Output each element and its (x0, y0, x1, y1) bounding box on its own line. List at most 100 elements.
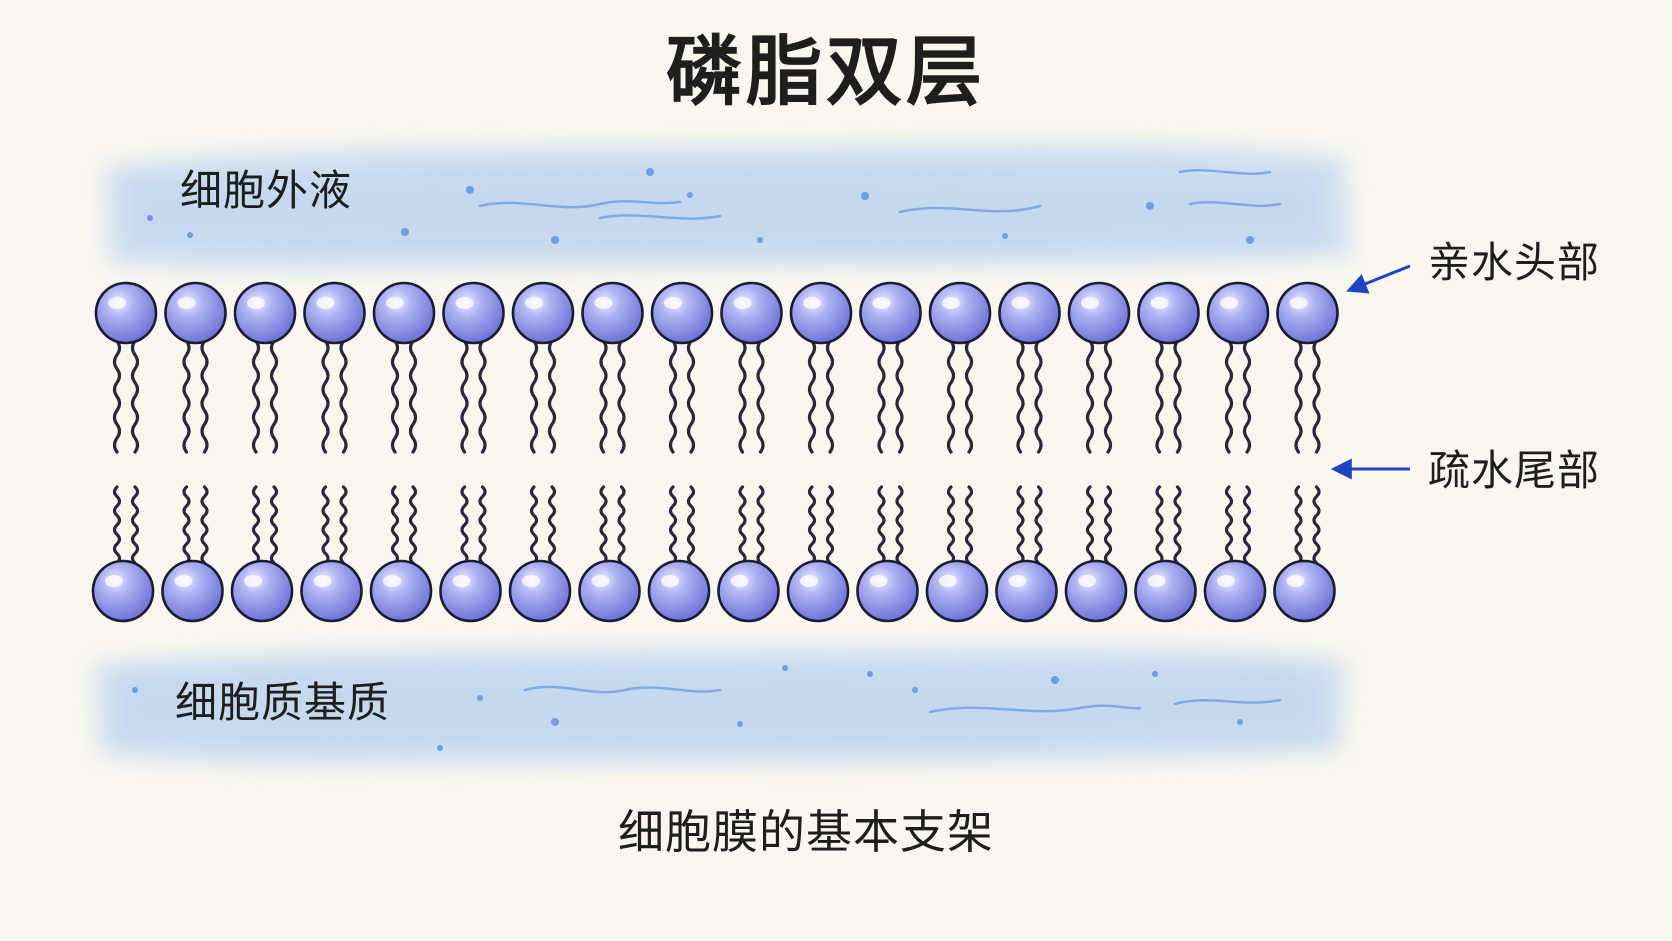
head-bottom-10 (717, 559, 780, 623)
tail-top-16-b (1173, 339, 1182, 454)
head-bottom-1 (91, 559, 155, 623)
tail-top-15-b (1103, 339, 1113, 454)
extracellular-fluid-label: 细胞外液 (180, 166, 353, 215)
tail-bottom-13-b (964, 485, 974, 565)
tail-bottom-11-b (825, 485, 835, 565)
extracellular-fluid-band (105, 143, 1350, 269)
head-bottom-4 (300, 559, 363, 623)
head-top-10 (720, 281, 783, 345)
tail-top-3-a (251, 339, 261, 454)
tail-bottom-17-b (1242, 485, 1252, 565)
tail-top-17-b (1242, 339, 1252, 454)
head-top-13 (928, 281, 992, 345)
tail-bottom-7-a (529, 485, 539, 565)
head-bottom-12 (856, 559, 919, 623)
tail-bottom-12-a (877, 485, 886, 565)
tail-top-12-a (877, 339, 886, 454)
head-bottom-5 (369, 559, 433, 623)
tail-bottom-17-a (1224, 485, 1234, 565)
head-bottom-6 (439, 559, 502, 623)
tail-bottom-15-a (1085, 485, 1095, 565)
head-bottom-7 (508, 559, 572, 623)
hydrophobic-tails (112, 339, 1321, 565)
head-top-15 (1067, 281, 1131, 345)
tail-top-8-a (599, 339, 608, 454)
tail-bottom-4-a (321, 485, 330, 565)
tail-bottom-5-b (408, 485, 418, 565)
diagram-title: 磷脂双层 (666, 27, 986, 116)
head-pointer-arrow (1346, 264, 1411, 294)
tail-bottom-9-b (686, 485, 696, 565)
tail-bottom-14-a (1016, 485, 1025, 565)
tail-bottom-16-b (1173, 485, 1182, 565)
tail-bottom-1-b (130, 485, 140, 565)
head-top-7 (511, 281, 575, 345)
head-top-18 (1276, 281, 1339, 345)
tail-top-13-b (964, 339, 974, 454)
tail-top-13-a (946, 339, 956, 454)
tail-bottom-12-b (895, 485, 904, 565)
tail-top-6-a (460, 339, 469, 454)
tail-bottom-8-b (617, 485, 626, 565)
fluid-particles (132, 168, 1254, 751)
head-bottom-14 (995, 559, 1058, 623)
tail-bottom-11-a (807, 485, 817, 565)
tail-top-8-b (617, 339, 626, 454)
tail-top-10-a (738, 339, 747, 454)
head-top-11 (789, 281, 853, 345)
tail-bottom-10-a (738, 485, 747, 565)
head-top-2 (164, 281, 227, 345)
tail-bottom-14-b (1034, 485, 1043, 565)
tail-top-2-a (182, 339, 191, 454)
tail-top-14-a (1016, 339, 1025, 454)
hydrophobic-tail-label: 疏水尾部 (1428, 446, 1601, 495)
head-bottom-13 (925, 559, 989, 623)
tail-bottom-7-b (547, 485, 557, 565)
tail-bottom-6-a (460, 485, 469, 565)
tail-bottom-8-a (599, 485, 608, 565)
tail-top-4-a (321, 339, 330, 454)
head-top-12 (859, 281, 922, 345)
head-bottom-2 (161, 559, 224, 623)
tail-top-17-a (1224, 339, 1234, 454)
tail-top-15-a (1085, 339, 1095, 454)
tail-bottom-4-b (339, 485, 348, 565)
head-top-5 (372, 281, 436, 345)
intracellular-matrix-label: 细胞质基质 (175, 678, 391, 727)
tail-bottom-3-b (269, 485, 279, 565)
head-top-1 (94, 281, 158, 345)
tail-top-1-a (112, 339, 122, 454)
tail-top-9-a (668, 339, 678, 454)
tail-bottom-18-a (1294, 485, 1303, 565)
tail-top-9-b (686, 339, 696, 454)
tail-top-10-b (756, 339, 765, 454)
tail-bottom-5-a (390, 485, 400, 565)
hydrophilic-heads (91, 281, 1339, 623)
tail-bottom-2-a (182, 485, 191, 565)
tail-top-11-a (807, 339, 817, 454)
tail-top-11-b (825, 339, 835, 454)
tail-bottom-13-a (946, 485, 956, 565)
head-bottom-9 (647, 559, 711, 623)
tail-top-1-b (130, 339, 140, 454)
head-top-9 (650, 281, 714, 345)
head-top-8 (581, 281, 644, 345)
hydrophilic-head-label: 亲水头部 (1428, 238, 1601, 287)
tail-bottom-1-a (112, 485, 122, 565)
tail-top-5-a (390, 339, 400, 454)
head-bottom-11 (786, 559, 850, 623)
tail-bottom-2-b (200, 485, 209, 565)
tail-top-14-b (1034, 339, 1043, 454)
tail-top-18-a (1294, 339, 1303, 454)
intracellular-fluid-band (95, 647, 1345, 765)
tail-bottom-15-b (1103, 485, 1113, 565)
head-bottom-8 (578, 559, 641, 623)
diagram-caption: 细胞膜的基本支架 (618, 805, 994, 859)
tail-top-4-b (339, 339, 348, 454)
tail-bottom-18-b (1312, 485, 1321, 565)
tail-bottom-3-a (251, 485, 261, 565)
head-top-4 (303, 281, 366, 345)
head-top-14 (998, 281, 1061, 345)
tail-top-5-b (408, 339, 418, 454)
tail-top-3-b (269, 339, 279, 454)
